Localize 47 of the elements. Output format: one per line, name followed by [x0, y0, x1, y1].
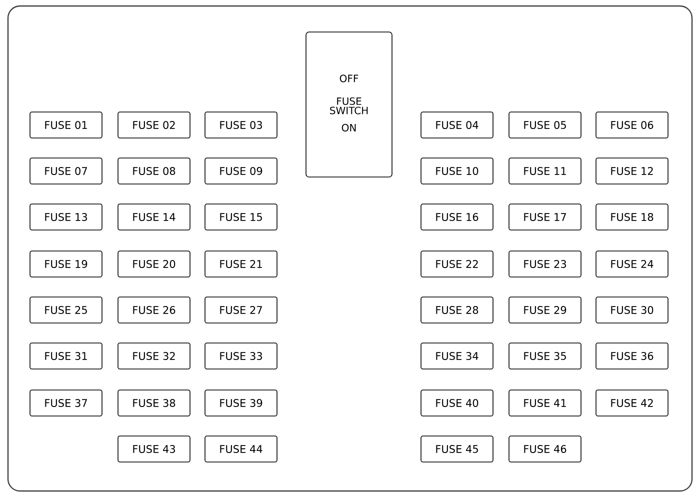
fuse-box: FUSE 31	[30, 342, 102, 370]
fuse-box: FUSE 33	[204, 342, 278, 370]
fuse-box: FUSE 17	[508, 204, 582, 230]
fuse-box: FUSE 16	[420, 204, 494, 230]
fuse-box: FUSE 07	[30, 158, 102, 184]
fuse-box: FUSE 05	[508, 112, 582, 138]
fuse-box: FUSE 37	[30, 390, 102, 416]
fuse-box: FUSE 15	[204, 204, 278, 230]
fuse-box: FUSE 26	[118, 296, 190, 324]
switch-box: OFF FUSE SWITCH ON	[306, 32, 392, 178]
fuse-box: FUSE 32	[118, 342, 190, 370]
fuse-box: FUSE 34	[420, 342, 494, 370]
fuse-box: FUSE 06	[596, 112, 668, 138]
fuse-box: FUSE 44	[204, 436, 278, 462]
fuse-box: FUSE 09	[204, 158, 278, 184]
fuse-box: FUSE 42	[596, 390, 668, 416]
fuse-box: FUSE 45	[420, 436, 494, 462]
fuse-box: FUSE 36	[596, 342, 668, 370]
fuse-box: FUSE 30	[596, 296, 668, 324]
fuse-box: FUSE 43	[118, 436, 190, 462]
fuse-box: FUSE 03	[204, 112, 278, 138]
fuse-box: FUSE 01	[30, 112, 102, 138]
fuse-box: FUSE 38	[118, 390, 190, 416]
fuse-box: FUSE 04	[420, 112, 494, 138]
fuse-box: FUSE 19	[30, 250, 102, 278]
fuse-box: FUSE 23	[508, 250, 582, 278]
fuse-box: FUSE 25	[30, 296, 102, 324]
fuse-box: FUSE 40	[420, 390, 494, 416]
fuse-box: FUSE 02	[118, 112, 190, 138]
fuse-box: FUSE 21	[204, 250, 278, 278]
fuse-box: FUSE 10	[420, 158, 494, 184]
fuse-box: FUSE 28	[420, 296, 494, 324]
fuse-box: FUSE 11	[508, 158, 582, 184]
fuse-box: FUSE 29	[508, 296, 582, 324]
fuse-box: FUSE 12	[596, 158, 668, 184]
fuse-box: FUSE 20	[118, 250, 190, 278]
fuse-box: FUSE 14	[118, 204, 190, 230]
fuse-box: FUSE 22	[420, 250, 494, 278]
fuse-box: FUSE 27	[204, 296, 278, 324]
fuse-box: FUSE 39	[204, 390, 278, 416]
fuse-box: FUSE 08	[118, 158, 190, 184]
fuse-box: FUSE 41	[508, 390, 582, 416]
fuse-box: FUSE 18	[596, 204, 668, 230]
fuse-box: FUSE 13	[30, 204, 102, 230]
fuse-box: FUSE 46	[508, 436, 582, 462]
fuse-box: FUSE 24	[596, 250, 668, 278]
fuse-box: FUSE 35	[508, 342, 582, 370]
